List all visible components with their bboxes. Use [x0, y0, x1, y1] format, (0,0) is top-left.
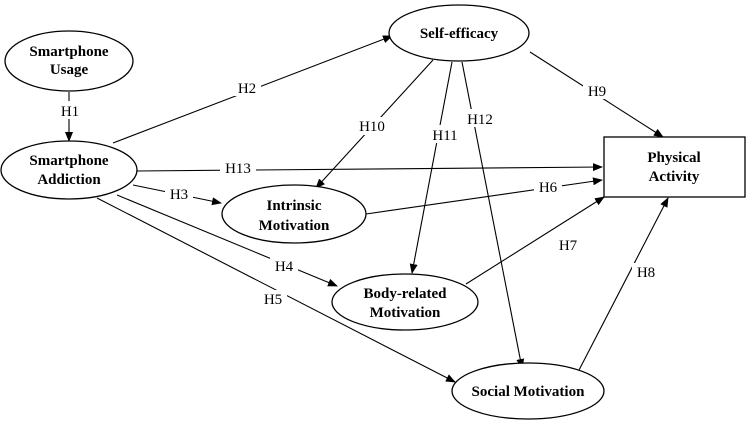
node-social-motivation: Social Motivation	[451, 362, 605, 420]
edge-label-h2: H2	[238, 81, 256, 97]
node-label-line: Self-efficacy	[420, 26, 499, 42]
node-label-line: Activity	[649, 169, 700, 185]
edge-h11	[409, 61, 453, 274]
edge-h4	[116, 194, 338, 287]
edge-h8	[577, 197, 669, 373]
edge-label-h4: H4	[275, 259, 294, 275]
node-smartphone-usage: Smartphone Usage	[4, 30, 134, 92]
node-smartphone-addiction: Smartphone Addiction	[0, 140, 138, 200]
edge-label-h10: H10	[359, 119, 385, 135]
edge-label-h6: H6	[539, 180, 558, 196]
edges	[65, 35, 669, 383]
node-label-line: Addiction	[37, 172, 101, 188]
node-label-line: Usage	[50, 62, 89, 78]
node-body-related-motivation: Body-related Motivation	[331, 273, 479, 331]
edge-label-h3: H3	[170, 187, 188, 203]
node-label-line: Body-related	[363, 286, 447, 302]
edge-label-h8: H8	[637, 265, 655, 281]
node-label-line: Social Motivation	[472, 384, 586, 400]
edge-label-h13: H13	[225, 161, 251, 177]
node-label-line: Smartphone	[29, 153, 109, 169]
edge-label-h7: H7	[559, 238, 578, 254]
edge-label-h12: H12	[467, 112, 493, 128]
edge-h7	[465, 196, 605, 285]
node-label-line: Motivation	[259, 218, 330, 234]
edge-h12	[461, 61, 525, 369]
edge-h13	[136, 163, 603, 172]
edge-label-h1: H1	[61, 104, 79, 120]
node-physical-activity: Physical Activity	[603, 136, 746, 198]
edge-label-h11: H11	[432, 128, 457, 144]
edge-label-h5: H5	[264, 292, 282, 308]
node-label-line: Motivation	[370, 305, 441, 321]
node-label-line: Smartphone	[29, 44, 109, 60]
edge-h6	[365, 177, 603, 215]
node-label-line: Physical	[647, 150, 700, 166]
edge-label-h9: H9	[588, 84, 606, 100]
node-intrinsic-motivation: Intrinsic Motivation	[221, 184, 367, 244]
node-label-line: Intrinsic	[266, 198, 321, 214]
edge-labels: H1 H2 H3 H4 H5 H6 H7 H8 H9 H10 H11 H12 H…	[56, 78, 660, 308]
node-self-efficacy: Self-efficacy	[388, 4, 530, 62]
